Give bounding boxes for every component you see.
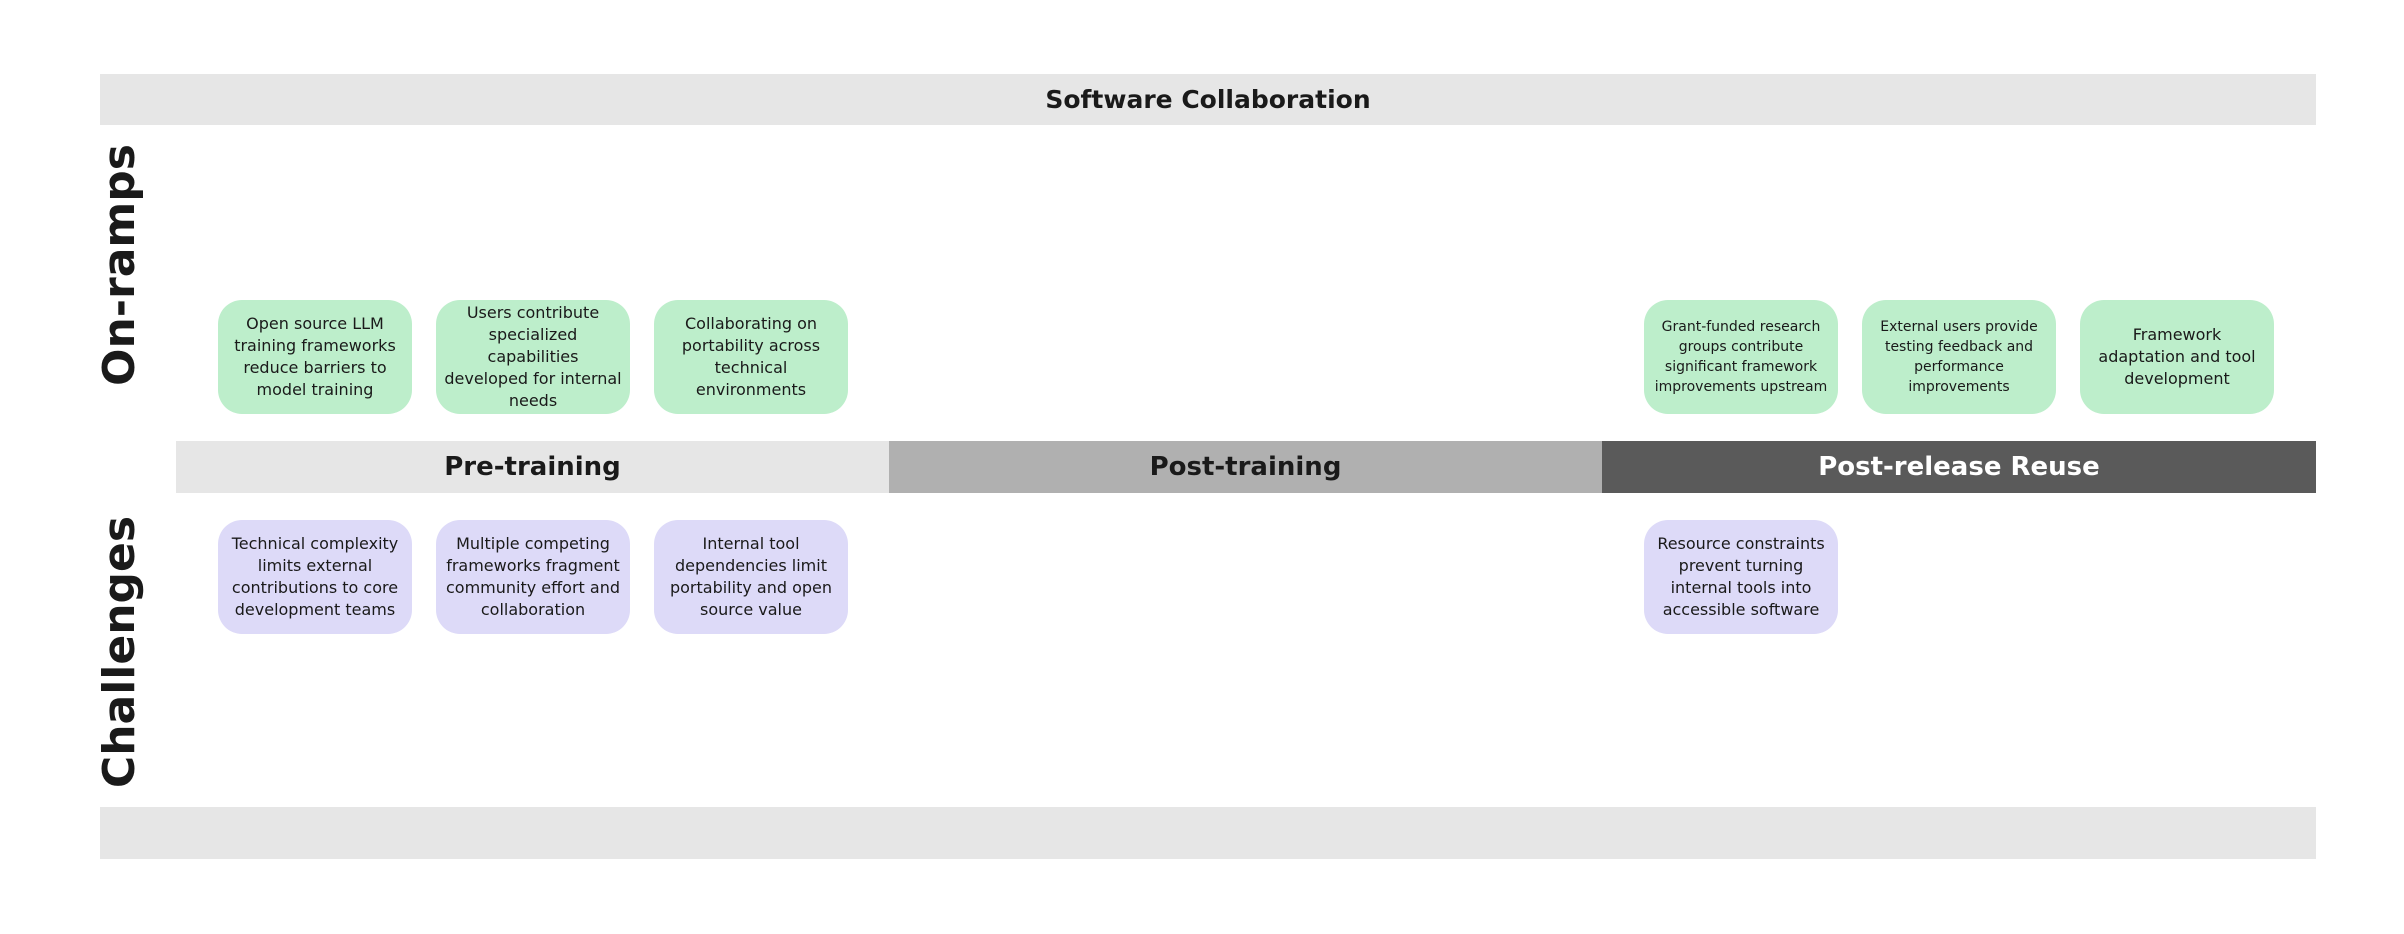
row-label-challenges: Challenges (94, 516, 145, 788)
onramp-card-pretraining-3: Collaborating on portability across tech… (654, 300, 848, 414)
onramps-label: On-ramps (94, 144, 146, 386)
phase-posttraining: Post-training (889, 441, 1602, 493)
bottom-band (100, 807, 2316, 859)
diagram-title: Software Collaboration (1045, 85, 1371, 114)
title-band: Software Collaboration (100, 74, 2316, 125)
challenge-card-pretraining-2: Multiple competing frameworks fragment c… (436, 520, 630, 634)
challenge-card-pretraining-3: Internal tool dependencies limit portabi… (654, 520, 848, 634)
onramp-card-reuse-1: Grant-funded research groups contribute … (1644, 300, 1838, 414)
row-label-onramps: On-ramps (94, 144, 145, 386)
phase-post-release-reuse: Post-release Reuse (1602, 441, 2316, 493)
challenges-label: Challenges (94, 515, 146, 789)
challenge-card-pretraining-1: Technical complexity limits external con… (218, 520, 412, 634)
onramp-card-reuse-3: Framework adaptation and tool developmen… (2080, 300, 2274, 414)
onramp-card-pretraining-1: Open source LLM training frameworks redu… (218, 300, 412, 414)
onramp-card-reuse-2: External users provide testing feedback … (1862, 300, 2056, 414)
onramp-card-pretraining-2: Users contribute specialized capabilitie… (436, 300, 630, 414)
challenge-card-reuse-1: Resource constraints prevent turning int… (1644, 520, 1838, 634)
phase-pretraining: Pre-training (176, 441, 889, 493)
